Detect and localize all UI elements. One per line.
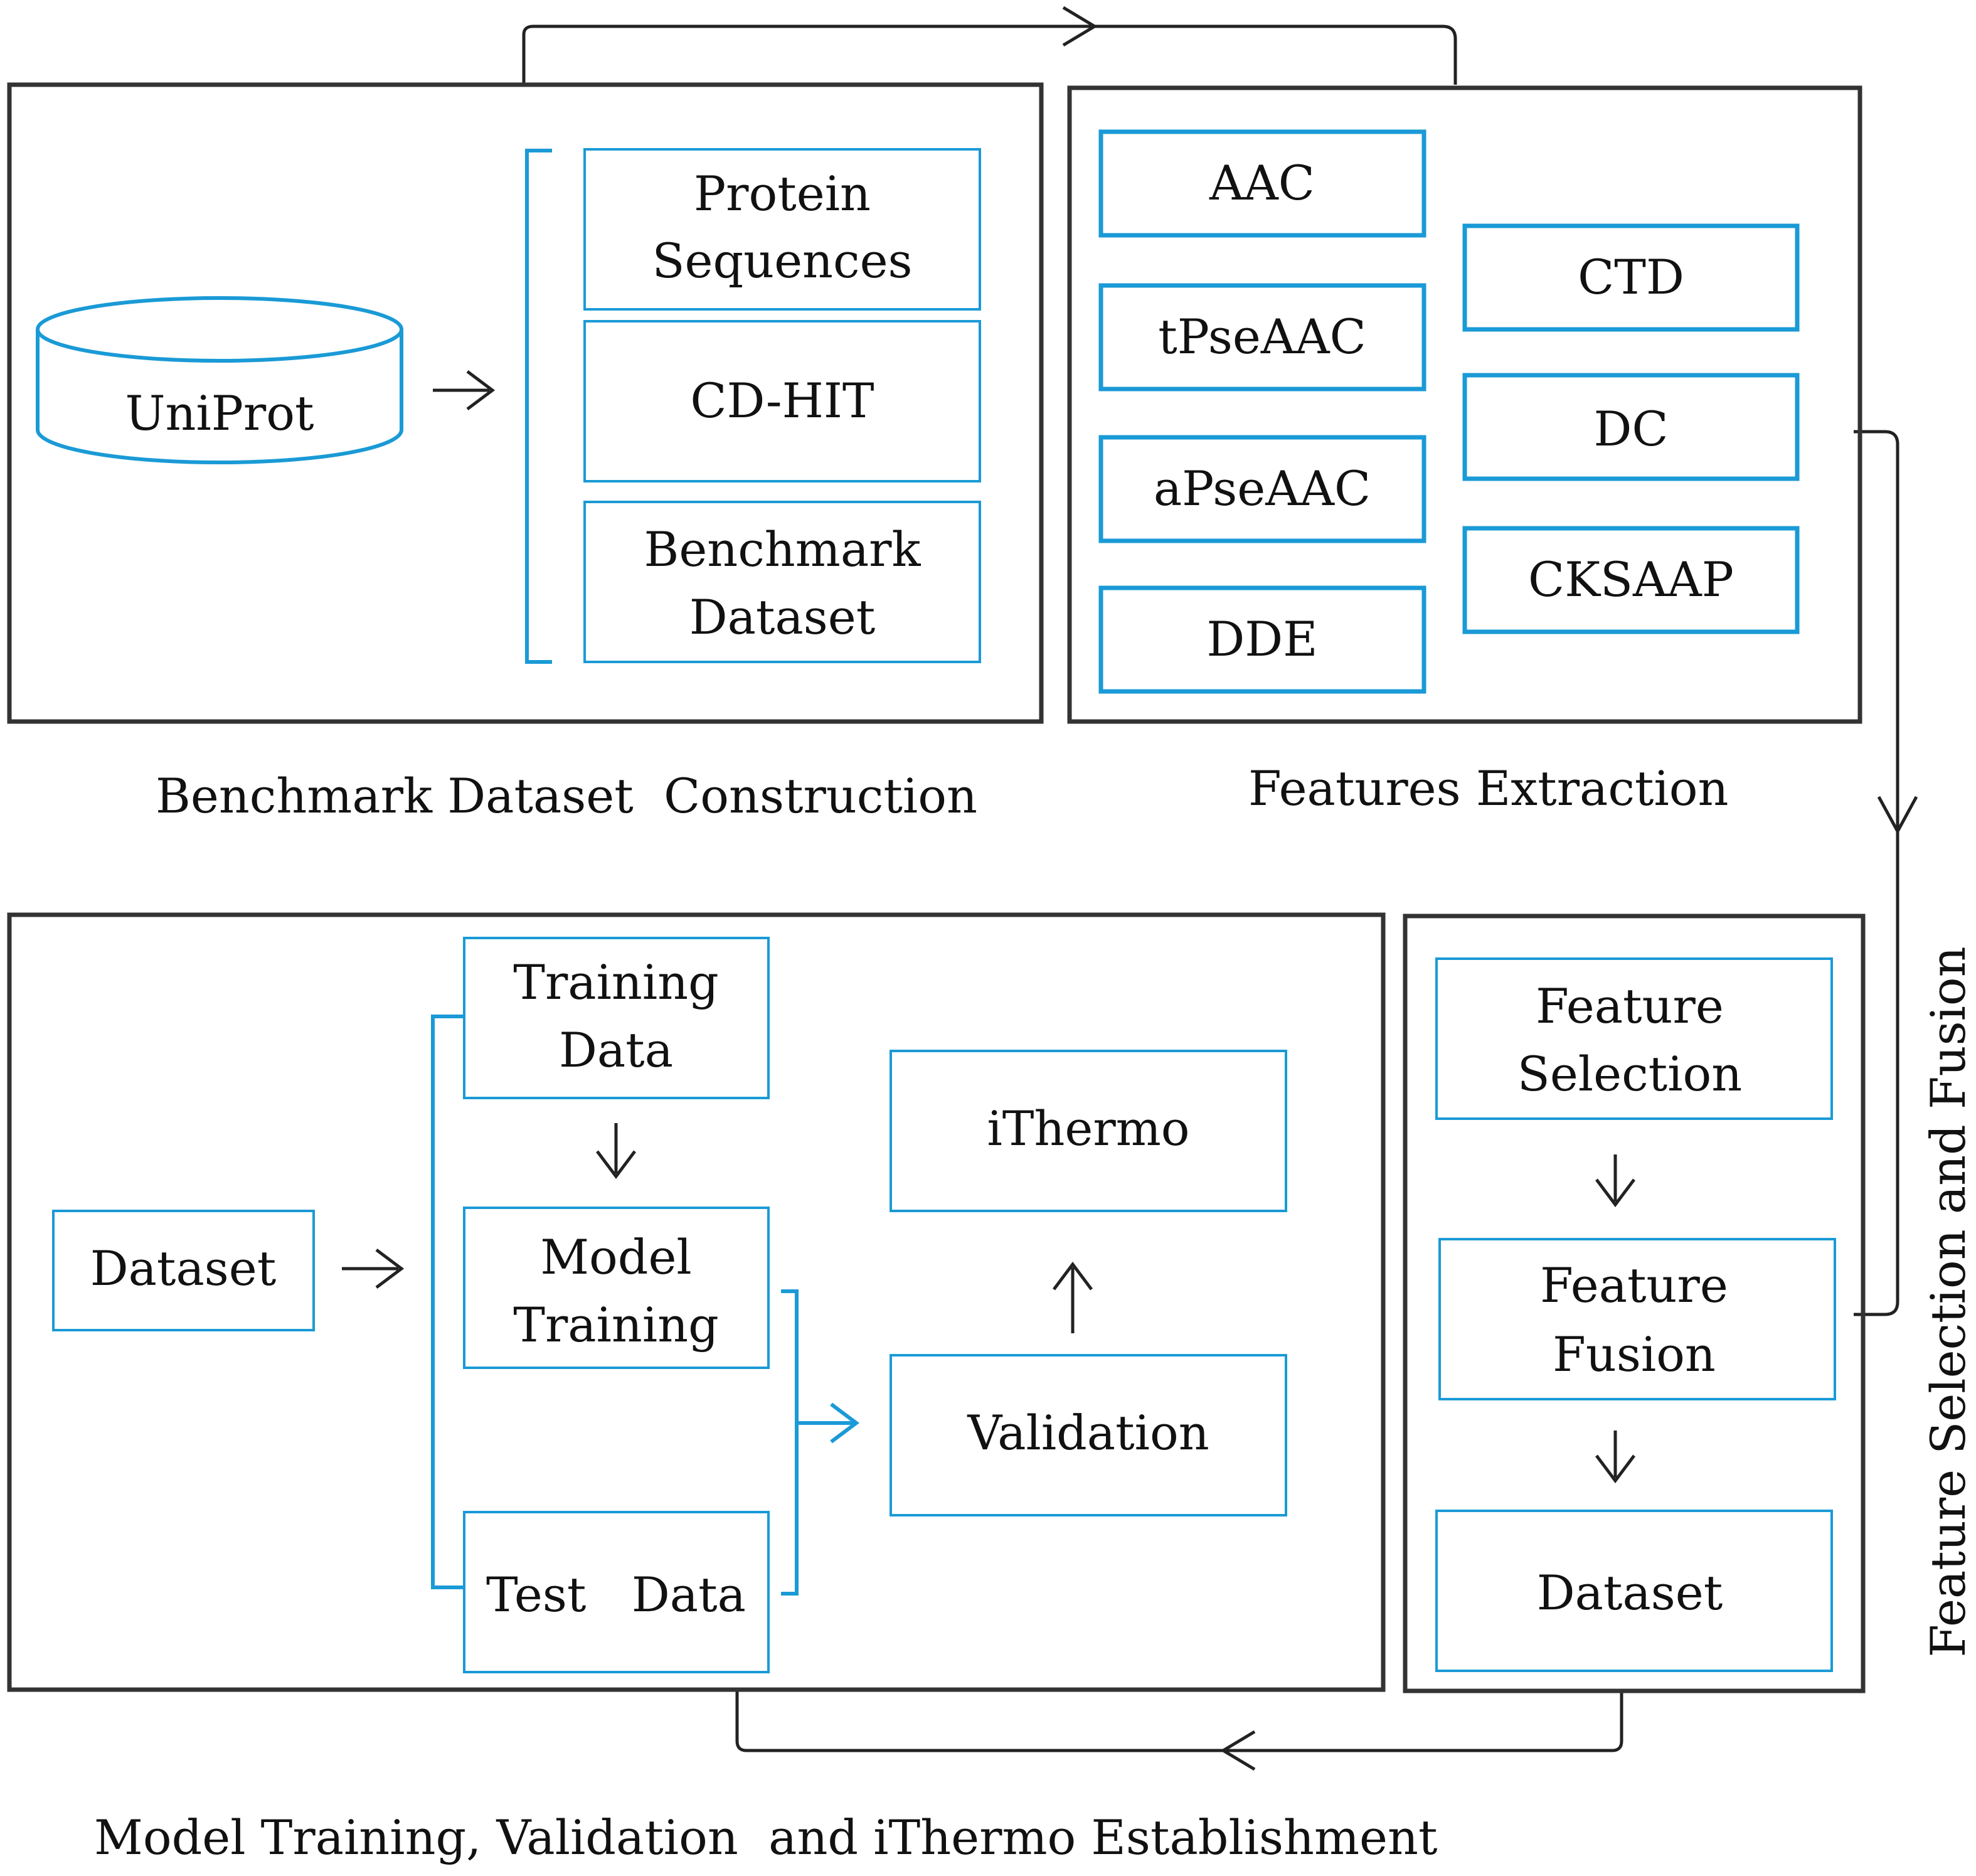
connector-selection-to-model [735, 1691, 1623, 1771]
aac-label: AAC [1209, 155, 1315, 211]
benchmark-panel [7, 82, 1044, 724]
feature-selection-label-line1: Feature [1536, 978, 1724, 1034]
validation-label: Validation [967, 1405, 1209, 1461]
model-training-label-line1: Model [540, 1229, 692, 1285]
feature-dde: DDE [1098, 585, 1426, 694]
arrow-uniprot-to-steps [433, 370, 496, 410]
arrow-selection-to-fusion [1595, 1154, 1635, 1208]
merge-bracket-to-validation [781, 1289, 859, 1596]
features-panel-caption: Features Extraction [1248, 760, 1728, 816]
model-panel [7, 912, 1386, 1692]
validation-box: Validation [890, 1354, 1287, 1516]
training-data-box: Training Data [463, 937, 770, 1099]
feature-aac: AAC [1098, 129, 1426, 238]
arrow-dataset-to-split [342, 1249, 405, 1289]
apseaac-label: aPseAAC [1154, 461, 1371, 516]
step-benchmark-dataset: Benchmark Dataset [583, 501, 981, 663]
ctd-label: CTD [1578, 249, 1684, 305]
arrow-training-to-model [596, 1123, 636, 1180]
selection-panel-caption: Feature Selection and Fusion [1920, 946, 1976, 1657]
step-cd-hit: CD-HIT [583, 320, 981, 482]
cksaap-label: CKSAAP [1528, 552, 1734, 607]
benchmark-panel-caption: Benchmark Dataset Construction [156, 768, 977, 824]
test-data-label: Test Data [486, 1567, 746, 1623]
test-data-box: Test Data [463, 1511, 770, 1673]
connector-benchmark-to-features [522, 6, 1457, 85]
model-input-dataset: Dataset [52, 1210, 315, 1331]
uniprot-label: UniProt [125, 385, 314, 441]
tpseaac-label: tPseAAC [1158, 309, 1366, 365]
model-panel-caption: Model Training, Validation and iThermo E… [94, 1809, 1438, 1865]
benchmark-dataset-label-line2: Dataset [689, 589, 876, 645]
protein-sequences-label-line1: Protein [694, 166, 871, 221]
ithermo-label: iThermo [987, 1101, 1189, 1156]
dc-label: DC [1593, 401, 1668, 457]
benchmark-bracket [525, 149, 552, 664]
selection-dataset-label: Dataset [1537, 1565, 1723, 1621]
ithermo-box: iThermo [890, 1050, 1287, 1212]
training-data-label-line1: Training [513, 954, 719, 1010]
feature-tpseaac: tPseAAC [1098, 283, 1426, 392]
feature-selection-label-line2: Selection [1517, 1046, 1742, 1102]
benchmark-dataset-label-line1: Benchmark [644, 521, 921, 577]
training-data-label-line2: Data [559, 1022, 673, 1078]
feature-ctd: CTD [1462, 223, 1800, 332]
feature-apseaac: aPseAAC [1098, 435, 1426, 543]
arrow-fusion-to-dataset [1595, 1431, 1635, 1484]
features-panel [1067, 85, 1862, 724]
arrow-validation-to-ithermo [1053, 1261, 1093, 1333]
feature-dc: DC [1462, 373, 1800, 481]
feature-fusion-label-line1: Feature [1540, 1257, 1728, 1313]
selection-panel [1403, 914, 1866, 1693]
feature-fusion-label-line2: Fusion [1553, 1326, 1716, 1382]
selection-dataset-box: Dataset [1435, 1510, 1833, 1672]
model-training-label-line2: Training [513, 1297, 719, 1353]
cd-hit-label: CD-HIT [690, 373, 874, 429]
feature-cksaap: CKSAAP [1462, 526, 1800, 634]
connector-features-to-selection [1854, 430, 1918, 1316]
model-input-dataset-label: Dataset [90, 1240, 277, 1296]
uniprot-database: UniProt [36, 296, 403, 464]
dde-label: DDE [1206, 611, 1317, 667]
feature-fusion-box: Feature Fusion [1438, 1238, 1836, 1400]
step-protein-sequences: Protein Sequences [583, 148, 981, 311]
model-training-box: Model Training [463, 1207, 770, 1369]
protein-sequences-label-line2: Sequences [652, 233, 912, 289]
feature-selection-box: Feature Selection [1435, 957, 1833, 1120]
split-bracket [431, 1015, 464, 1589]
